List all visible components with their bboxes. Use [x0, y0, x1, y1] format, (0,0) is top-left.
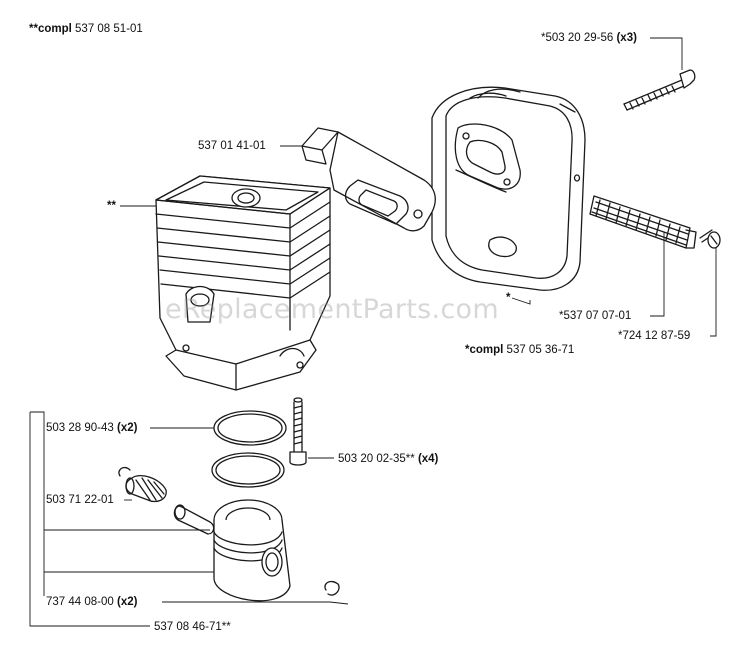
needle-bearing-number: 503 71 22-01 — [46, 494, 114, 506]
assembly-compl-number: 537 08 51-01 — [75, 23, 143, 35]
cylinder-bolt — [289, 397, 307, 466]
cylinder-part — [155, 175, 331, 391]
piston-rings — [211, 410, 287, 488]
muffler-bolt-label: *503 20 29-56 (x3) — [541, 31, 637, 45]
cylinder-bolt-qty: (x4) — [417, 453, 439, 465]
assembly-compl-label: **compl 537 08 51-01 — [29, 22, 143, 36]
muffler-bolt-qty: (x3) — [616, 32, 637, 44]
small-screw — [699, 229, 721, 249]
small-screw-label: *724 12 87-59 — [618, 329, 690, 343]
small-screw-number: *724 12 87-59 — [618, 330, 691, 342]
spark-arrestor-screen — [589, 195, 697, 249]
cylinder-marker: ** — [107, 200, 116, 212]
piston-kit-label: 537 08 46-71** — [154, 620, 231, 634]
spark-screen-number: *537 07 07-01 — [559, 310, 632, 322]
muffler-bolt — [623, 69, 696, 111]
muffler-part — [431, 86, 586, 291]
needle-bearing-label: 503 71 22-01 — [46, 493, 114, 507]
needle-bearing — [125, 475, 167, 503]
cylinder-bolt-number: 503 20 02-35** — [338, 453, 415, 465]
bracket-number: 537 01 41-01 — [198, 140, 266, 152]
circlip-number: 737 44 08-00 — [46, 596, 114, 608]
bracket-part — [301, 127, 436, 232]
muffler-compl-label: *compl 537 05 36-71 — [465, 343, 574, 357]
muffler-marker: * — [506, 292, 511, 304]
circlip-label: 737 44 08-00 (x2) — [46, 595, 137, 609]
circlip-qty: (x2) — [117, 596, 138, 608]
piston-ring-number: 503 28 90-43 — [46, 422, 114, 434]
assembly-compl-prefix: **compl — [29, 23, 72, 35]
bracket-label: 537 01 41-01 — [198, 139, 266, 153]
leader-lines — [29, 37, 717, 627]
piston-kit-number: 537 08 46-71** — [154, 621, 231, 633]
cylinder-bolt-label: 503 20 02-35** (x4) — [338, 452, 438, 466]
muffler-compl-prefix: *compl — [465, 344, 504, 356]
muffler-compl-number: 537 05 36-71 — [506, 344, 575, 356]
muffler-bolt-number: *503 20 29-56 — [541, 32, 614, 44]
circlips — [118, 466, 340, 596]
wrist-pin — [173, 504, 215, 535]
piston-ring-label: 503 28 90-43 (x2) — [46, 421, 137, 435]
spark-screen-label: *537 07 07-01 — [559, 309, 631, 323]
watermark-text: eReplacementParts.com — [165, 294, 499, 325]
piston-ring-qty: (x2) — [117, 422, 138, 434]
piston-part — [213, 499, 291, 602]
